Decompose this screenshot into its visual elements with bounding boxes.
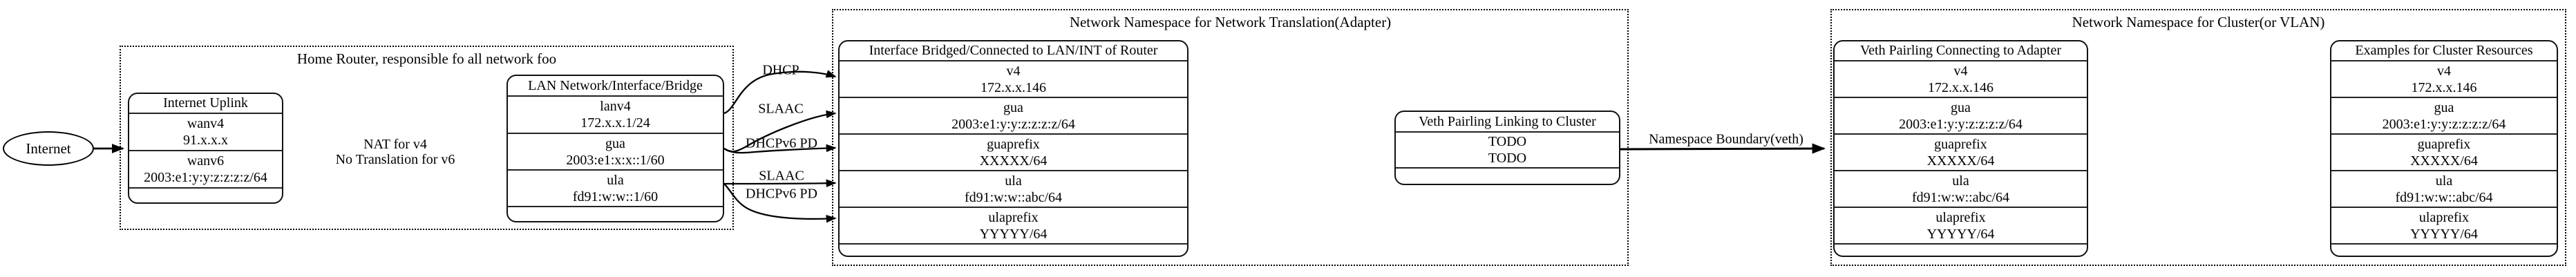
- nat-note-line1: NAT for v4: [363, 137, 427, 152]
- row-label: v4: [2437, 63, 2451, 79]
- row-value: 2003:e1:x:x::1/60: [566, 152, 665, 168]
- row-label: ulaprefix: [988, 209, 1039, 225]
- record-row: guaprefix XXXXX/64: [840, 133, 1187, 170]
- nat-note: NAT for v4 No Translation for v6: [336, 137, 455, 167]
- row-label: ulaprefix: [1935, 209, 1986, 225]
- row-value: 172.x.x.146: [981, 79, 1046, 95]
- edge-label-dhcpv6pd-gua: DHCPv6 PD: [746, 135, 817, 151]
- record-row-empty: [1396, 167, 1619, 184]
- row-label: gua: [605, 135, 625, 151]
- edge-label-slaac-ula: SLAAC: [759, 168, 804, 184]
- row-value: YYYYY/64: [2410, 226, 2478, 242]
- row-label: guaprefix: [1934, 136, 1987, 152]
- row-label: wanv4: [187, 116, 225, 131]
- node-title: LAN Network/Interface/Bridge: [528, 77, 703, 93]
- record-row: guaprefix XXXXX/64: [2331, 133, 2557, 170]
- record-row: wanv4 91.x.x.x: [129, 113, 282, 150]
- record-row: v4 172.x.x.146: [840, 60, 1187, 97]
- row-value: YYYYY/64: [1926, 226, 1995, 242]
- nat-note-line2: No Translation for v6: [335, 152, 455, 167]
- record-row: ula fd91:w:w::abc/64: [840, 170, 1187, 207]
- row-value: 2003:e1:y:y:z:z:z:z/64: [1899, 116, 2023, 132]
- record-row: ulaprefix YYYYY/64: [1835, 207, 2087, 243]
- record-row: gua 2003:e1:y:y:z:z:z:z/64: [1835, 97, 2087, 133]
- edge-label-namespace-boundary: Namespace Boundary(veth): [1649, 131, 1803, 147]
- node-title: Veth Pairling Linking to Cluster: [1419, 113, 1596, 129]
- record-row-empty: [840, 243, 1187, 256]
- row-value: 2003:e1:y:y:z:z:z:z/64: [951, 116, 1075, 132]
- row-label: ula: [1005, 173, 1022, 189]
- row-value: TODO: [1488, 151, 1527, 166]
- row-label: gua: [1003, 99, 1023, 115]
- record-row: v4 172.x.x.146: [2331, 60, 2557, 97]
- row-label: guaprefix: [987, 136, 1040, 152]
- row-label: v4: [1953, 63, 1968, 79]
- node-internet-uplink: Internet Uplink wanv4 91.x.x.x wanv6 200…: [128, 93, 283, 204]
- node-title: Interface Bridged/Connected to LAN/INT o…: [869, 43, 1158, 58]
- edge-label-slaac-gua: SLAAC: [758, 101, 804, 117]
- row-label: ula: [1952, 173, 1969, 189]
- record-row: v4 172.x.x.146: [1835, 60, 2087, 97]
- row-value: fd91:w:w::abc/64: [964, 189, 1063, 205]
- cluster-netns-translation: Network Namespace for Network Translatio…: [832, 9, 1629, 266]
- row-value: 172.x.x.1/24: [580, 115, 650, 131]
- row-value: XXXXX/64: [979, 153, 1048, 169]
- record-row: guaprefix XXXXX/64: [1835, 133, 2087, 170]
- row-value: 91.x.x.x: [183, 133, 228, 148]
- record-row-empty: [2331, 243, 2557, 256]
- row-label: gua: [2434, 99, 2454, 115]
- node-title: Internet Uplink: [163, 95, 248, 111]
- row-label: lanv4: [600, 99, 631, 114]
- record-row: ula fd91:w:w::abc/64: [2331, 170, 2557, 207]
- row-label: ula: [2435, 173, 2453, 189]
- row-label: v4: [1006, 63, 1021, 79]
- record-row-empty: [1835, 243, 2087, 256]
- record-row: ulaprefix YYYYY/64: [840, 207, 1187, 243]
- node-cluster-examples: Examples for Cluster Resources v4 172.x.…: [2330, 40, 2558, 257]
- node-title: Examples for Cluster Resources: [2355, 43, 2533, 58]
- internet-node-label: Internet: [26, 140, 71, 157]
- node-title: Veth Pairling Connecting to Adapter: [1859, 43, 2062, 58]
- row-label: gua: [1951, 99, 1971, 115]
- row-label: wanv6: [187, 153, 225, 169]
- record-row: TODO TODO: [1396, 131, 1619, 167]
- row-value: XXXXX/64: [2410, 153, 2478, 169]
- cluster-netns-cluster: Network Namespace for Cluster(or VLAN): [1830, 9, 2566, 266]
- record-row: wanv6 2003:e1:y:y:z:z:z:z/64: [129, 150, 282, 187]
- row-label: ula: [607, 172, 624, 188]
- node-lan-bridge: LAN Network/Interface/Bridge lanv4 172.x…: [506, 75, 724, 222]
- record-row: gua 2003:e1:y:y:z:z:z:z/64: [840, 97, 1187, 133]
- cluster-netns-translation-label: Network Namespace for Network Translatio…: [1069, 14, 1392, 30]
- row-value: fd91:w:w::abc/64: [1911, 189, 2010, 205]
- record-row: ulaprefix YYYYY/64: [2331, 207, 2557, 243]
- cluster-home-router: Home Router, responsible fo all network …: [120, 46, 734, 230]
- record-row: lanv4 172.x.x.1/24: [508, 95, 723, 133]
- row-value: YYYYY/64: [979, 226, 1048, 242]
- record-row: gua 2003:e1:x:x::1/60: [508, 133, 723, 169]
- cluster-home-router-label: Home Router, responsible fo all network …: [296, 50, 557, 67]
- record-row-empty: [129, 187, 282, 202]
- cluster-netns-cluster-label: Network Namespace for Cluster(or VLAN): [2072, 14, 2325, 30]
- row-label: TODO: [1488, 134, 1527, 149]
- node-veth-linking: Veth Pairling Linking to Cluster TODO TO…: [1394, 111, 1620, 185]
- row-label: guaprefix: [2417, 136, 2471, 152]
- internet-node: Internet: [3, 131, 94, 166]
- record-row-empty: [508, 206, 723, 221]
- row-value: 2003:e1:y:y:z:z:z:z/64: [2382, 116, 2506, 132]
- row-value: 172.x.x.146: [1928, 79, 1993, 95]
- row-value: XXXXX/64: [1926, 153, 1995, 169]
- row-value: 172.x.x.146: [2411, 79, 2477, 95]
- node-veth-adapter: Veth Pairling Connecting to Adapter v4 1…: [1833, 40, 2088, 257]
- edge-label-dhcp: DHCP: [762, 62, 799, 78]
- node-adapter-interface: Interface Bridged/Connected to LAN/INT o…: [838, 40, 1188, 257]
- row-value: fd91:w:w::1/60: [572, 189, 659, 204]
- row-value: fd91:w:w::abc/64: [2395, 189, 2493, 205]
- row-label: ulaprefix: [2418, 209, 2470, 225]
- record-row: gua 2003:e1:y:y:z:z:z:z/64: [2331, 97, 2557, 133]
- record-row: ula fd91:w:w::abc/64: [1835, 170, 2087, 207]
- record-row: ula fd91:w:w::1/60: [508, 169, 723, 206]
- edge-label-dhcpv6pd-ula: DHCPv6 PD: [746, 186, 817, 202]
- row-value: 2003:e1:y:y:z:z:z:z/64: [144, 170, 267, 185]
